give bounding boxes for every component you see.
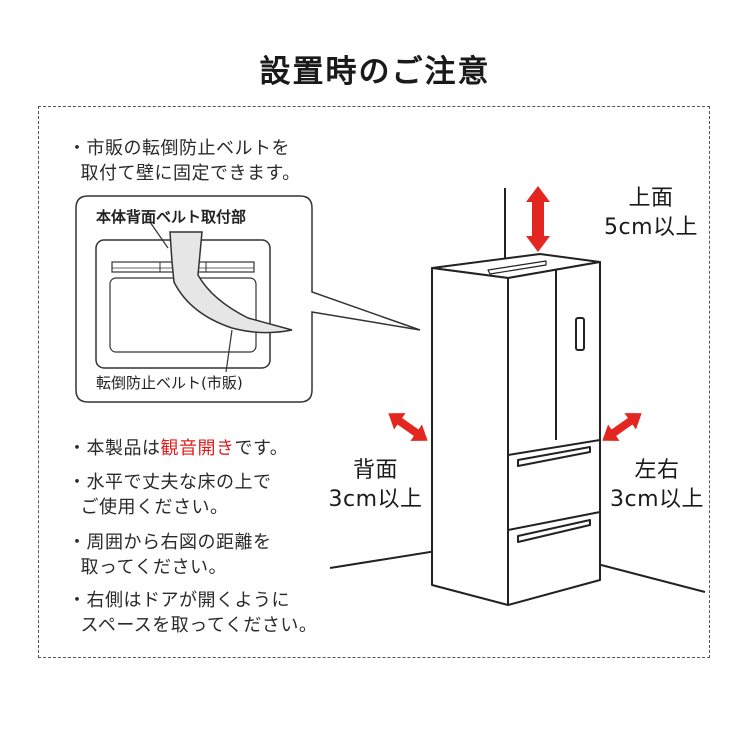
note-space: ・右側はドアが開くように スペースを取ってください。 <box>68 588 317 638</box>
arrow-top <box>526 186 550 252</box>
arrow-side <box>602 413 642 441</box>
arrow-back <box>388 413 428 441</box>
note-doors: ・本製品は観音開きです。 <box>68 436 288 461</box>
note-distance: ・周囲から右図の距離を 取ってください。 <box>68 530 272 580</box>
bullet: ・ <box>68 472 87 493</box>
bullet: ・ <box>68 438 87 459</box>
note-line: ご使用ください。 <box>80 497 229 518</box>
clearance-sides-value: 3cm以上 <box>609 487 705 512</box>
note-line: 市販の転倒防止ベルトを <box>86 138 290 159</box>
clearance-sides: 左右 3cm以上 <box>602 456 712 514</box>
clearance-back: 背面 3cm以上 <box>318 456 433 514</box>
clearance-top-label: 上面 <box>628 186 674 211</box>
note-belt: ・市販の転倒防止ベルトを 取付て壁に固定できます。 <box>68 136 301 186</box>
dashed-frame <box>38 106 710 658</box>
callout-top-label: 本体背面ベルト取付部 <box>96 208 247 226</box>
clearance-back-label: 背面 <box>352 458 398 483</box>
callout-bottom-label: 転倒防止ベルト(市販) <box>96 374 243 392</box>
note-floor: ・水平で丈夫な床の上で ご使用ください。 <box>68 470 272 520</box>
note-line: 取ってください。 <box>80 557 228 578</box>
callout-bottom-pointer <box>225 329 233 373</box>
clearance-sides-label: 左右 <box>634 458 680 483</box>
note-highlight: 観音開き <box>160 438 235 459</box>
clearance-top-value: 5cm以上 <box>603 215 699 240</box>
bullet: ・ <box>68 590 87 611</box>
note-line: スペースを取ってください。 <box>80 615 318 636</box>
note-text: です。 <box>234 438 289 459</box>
note-line: 水平で丈夫な床の上で <box>86 472 272 493</box>
belt <box>169 231 293 334</box>
bullet: ・ <box>68 138 87 159</box>
note-text: 本製品は <box>86 438 161 459</box>
note-line: 右側はドアが開くように <box>86 590 290 611</box>
callout-inner <box>95 239 271 369</box>
callout-top-pointer <box>149 221 169 249</box>
note-line: 周囲から右図の距離を <box>86 532 272 553</box>
refrigerator <box>431 253 601 606</box>
clearance-back-value: 3cm以上 <box>328 487 423 512</box>
page-title: 設置時のご注意 <box>259 54 491 90</box>
bullet: ・ <box>68 532 87 553</box>
note-line: 取付て壁に固定できます。 <box>80 163 301 184</box>
clearance-top: 上面 5cm以上 <box>596 184 706 242</box>
